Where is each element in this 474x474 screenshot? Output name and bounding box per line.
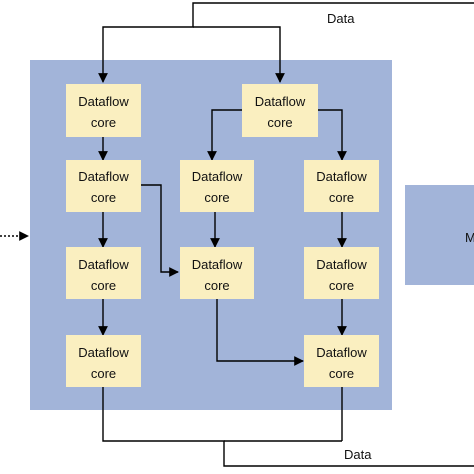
core-label-line1: Dataflow: [316, 257, 367, 272]
dataflow-core-top-right: Dataflow core: [242, 84, 318, 137]
core-label-line1: Dataflow: [192, 169, 243, 184]
dataflow-core-r4c1: Dataflow core: [66, 335, 141, 387]
cross-arrow-col1-to-col2: [141, 184, 179, 277]
dataflow-core-r2c1: Dataflow core: [66, 160, 141, 212]
core-box: [66, 247, 141, 299]
dataflow-core-r2c3: Dataflow core: [304, 160, 379, 212]
core-label-line1: Dataflow: [316, 169, 367, 184]
right-block-label: M: [465, 230, 474, 245]
core-label-line1: Dataflow: [255, 94, 306, 109]
core-box: [242, 84, 318, 137]
core-label-line2: core: [91, 366, 116, 381]
core-label-line1: Dataflow: [192, 257, 243, 272]
core-box: [180, 247, 254, 299]
bottom-data-label: Data: [344, 447, 372, 462]
dataflow-core-r3c2: Dataflow core: [180, 247, 254, 299]
dataflow-core-r3c3: Dataflow core: [304, 247, 379, 299]
dataflow-core-r1c1: Dataflow core: [66, 84, 141, 137]
dataflow-core-r4c3: Dataflow core: [304, 335, 379, 387]
core-box: [66, 84, 141, 137]
split-arrow-left: [207, 109, 242, 161]
core-label-line1: Dataflow: [78, 169, 129, 184]
core-box: [66, 335, 141, 387]
core-box: [66, 160, 141, 212]
core-label-line1: Dataflow: [78, 257, 129, 272]
top-data-label: Data: [327, 11, 355, 26]
core-label-line1: Dataflow: [78, 345, 129, 360]
core-label-line2: core: [91, 190, 116, 205]
core-box: [304, 247, 379, 299]
dataflow-core-r2c2: Dataflow core: [180, 160, 254, 212]
core-label-line2: core: [329, 366, 354, 381]
core-label-line1: Dataflow: [316, 345, 367, 360]
right-block: [405, 185, 474, 285]
core-label-line2: core: [204, 278, 229, 293]
core-box: [304, 335, 379, 387]
core-label-line2: core: [329, 278, 354, 293]
core-label-line1: Dataflow: [78, 94, 129, 109]
core-label-line2: core: [91, 278, 116, 293]
dataflow-core-r3c1: Dataflow core: [66, 247, 141, 299]
core-label-line2: core: [329, 190, 354, 205]
core-label-line2: core: [204, 190, 229, 205]
core-label-line2: core: [91, 115, 116, 130]
core-box: [180, 160, 254, 212]
split-arrow-right: [318, 109, 347, 161]
merge-arrow: [216, 299, 304, 366]
core-box: [304, 160, 379, 212]
core-label-line2: core: [267, 115, 292, 130]
top-data-branch-right: [193, 26, 285, 83]
